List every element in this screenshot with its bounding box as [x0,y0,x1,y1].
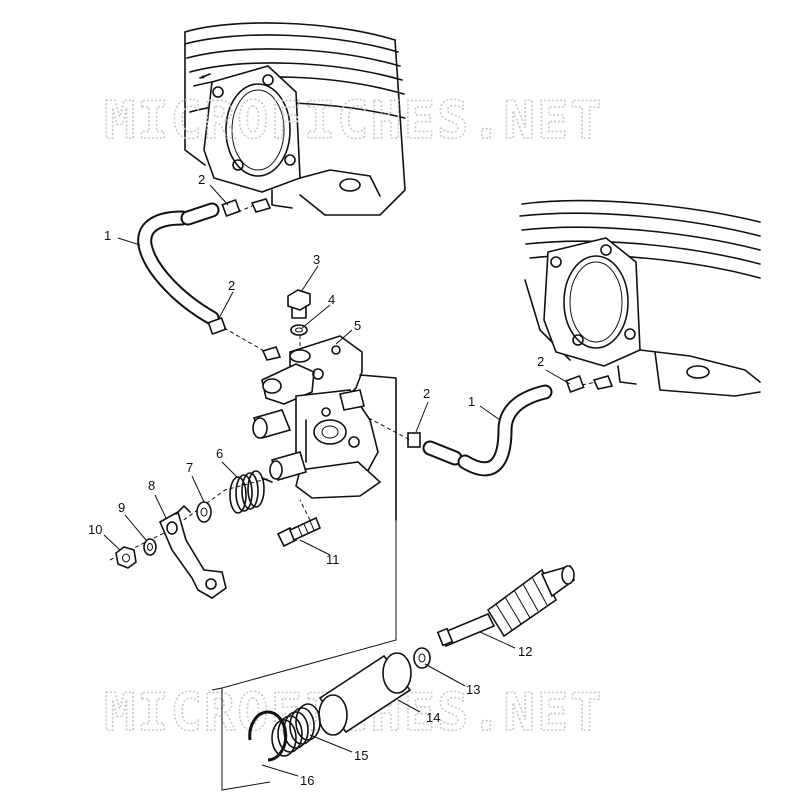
callout-14: 14 [426,710,440,725]
callout-16: 16 [300,773,314,788]
oil-pump-assembly [252,335,397,521]
control-lever [158,505,227,599]
callout-10: 10 [88,522,102,537]
engine-cylinder-upper-left [184,22,406,216]
callout-1-right: 1 [468,394,475,409]
callout-2-mid: 2 [228,278,235,293]
hose-clamp [207,198,585,448]
engine-cylinder-upper-right [519,199,761,397]
callout-6: 6 [216,446,223,461]
banjo-bolt [287,289,311,319]
callout-12: 12 [518,644,532,659]
leader-lines [103,184,571,777]
callout-13: 13 [466,682,480,697]
callout-2-right: 2 [423,386,430,401]
callout-4: 4 [328,292,335,307]
return-spring [229,470,273,514]
oil-hose-left [137,202,220,326]
callout-15: 15 [354,748,368,763]
flat-washer [196,501,212,523]
mounting-screw [276,516,322,548]
callout-9: 9 [118,500,125,515]
drive-gear-shaft [436,565,575,648]
callout-5: 5 [354,318,361,333]
watermark-top: MICROFICHES.NET [104,91,604,151]
callout-2-top: 2 [198,172,205,187]
shaft-sleeve [318,652,412,736]
callout-1-left: 1 [104,228,111,243]
hose-fitting [250,198,614,390]
callout-11: 11 [326,552,340,567]
callout-8: 8 [148,478,155,493]
snap-ring [248,710,288,762]
oil-hose-right [422,384,553,477]
hex-nut [115,546,137,569]
callout-labels: 1 1 2 2 2 2 3 4 5 6 7 8 9 10 11 12 13 14… [88,172,544,788]
thrust-washer [413,647,431,669]
lock-washer [143,538,157,556]
callout-2-far-right: 2 [537,354,544,369]
callout-7: 7 [186,460,193,475]
compression-spring [271,703,321,757]
callout-3: 3 [313,252,320,267]
